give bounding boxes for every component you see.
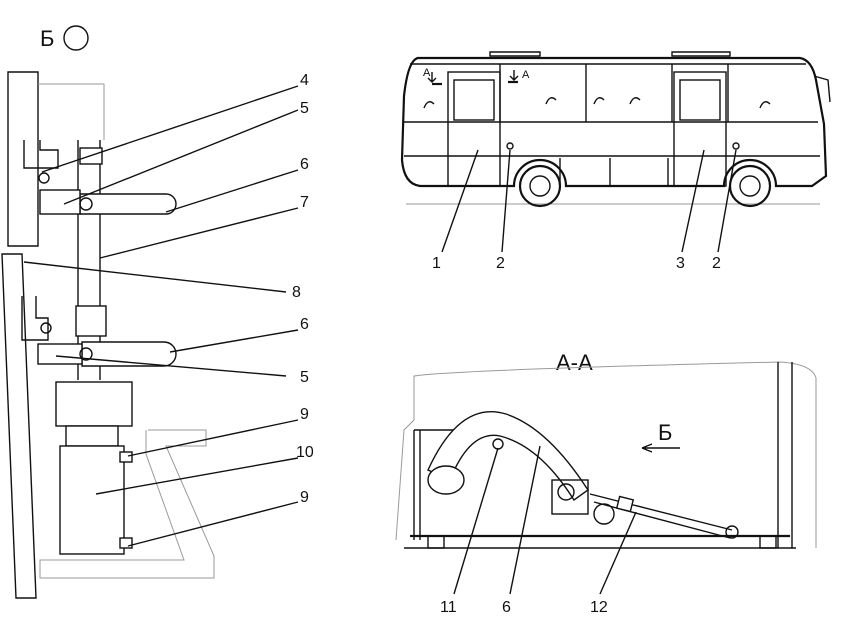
front-wheel	[518, 164, 562, 208]
view-arrow-label: Б	[658, 420, 672, 445]
heater-port	[557, 483, 575, 501]
left-callout-labels: 4 5 6 7 8 6 5 9 10 9	[292, 72, 314, 506]
hose-coupling	[615, 495, 635, 513]
bus-callout-labels: 1 2 3 2	[432, 255, 721, 272]
section-marker-right: А	[508, 69, 530, 84]
duct-end-flange	[427, 465, 465, 495]
upper-wall-panel	[7, 71, 39, 247]
callout-6: 6	[300, 156, 309, 173]
duct-clamp	[492, 438, 504, 450]
side-mirror	[813, 75, 831, 103]
view-label: Б	[40, 26, 54, 51]
left-leader-lines	[23, 85, 299, 547]
callout-9: 9	[300, 406, 309, 423]
callout-6: 6	[502, 599, 511, 616]
section-a-a: А-А Б	[395, 350, 817, 616]
view-arrow	[641, 443, 680, 453]
hose-line	[589, 493, 733, 539]
flange-neck	[65, 425, 119, 447]
section-title: А-А	[556, 350, 593, 375]
callout-1: 1	[432, 255, 441, 272]
view-circle-marker	[63, 25, 89, 51]
front-door-window	[453, 79, 495, 121]
lower-clamp-bolt	[79, 347, 93, 361]
callout-3: 3	[676, 255, 685, 272]
front-door	[447, 71, 501, 187]
extinguisher-front	[506, 142, 514, 150]
luggage-bays	[559, 158, 669, 186]
lower-bracket	[21, 296, 49, 341]
front-wall	[413, 430, 421, 540]
filter-fitting-upper	[119, 451, 133, 463]
callout-7: 7	[300, 194, 309, 211]
callout-2: 2	[712, 255, 721, 272]
rear-wall	[777, 362, 793, 548]
body-contour	[395, 361, 817, 548]
lower-bolt	[40, 322, 52, 334]
filter-housing	[59, 445, 125, 555]
rear-wheel-hub	[739, 175, 761, 197]
filter-fitting-lower	[119, 537, 133, 549]
flange-block	[55, 381, 133, 427]
front-wheel-hub	[529, 175, 551, 197]
lower-clamp	[37, 343, 83, 365]
seat-backs	[423, 97, 771, 109]
heater-block	[551, 479, 589, 515]
upper-hose-cylinder	[79, 193, 177, 215]
bus-leader-lines	[441, 149, 737, 253]
upper-background-outline	[38, 83, 105, 140]
section-arrow	[427, 72, 437, 83]
middle-coupling	[75, 305, 107, 337]
roof-hatch-rear	[671, 51, 731, 57]
callout-9: 9	[300, 489, 309, 506]
callout-11: 11	[440, 599, 457, 616]
rear-door	[673, 71, 727, 187]
hose-end-fitting	[725, 525, 739, 539]
upper-clamp	[39, 189, 81, 215]
bus-side-view: А А 1 2 3 2	[400, 51, 831, 272]
rear-wheel	[728, 164, 772, 208]
vertical-pipe	[77, 140, 101, 308]
roof-hatch-front	[489, 51, 541, 57]
section-leader-lines	[453, 445, 637, 595]
support-frame	[39, 429, 215, 579]
section-letter: А	[423, 67, 431, 79]
upper-bolt	[38, 172, 50, 184]
extinguisher-rear	[732, 142, 740, 150]
callout-2: 2	[496, 255, 505, 272]
upper-bracket	[23, 140, 59, 169]
callout-10: 10	[296, 444, 314, 461]
floor-clamp-right	[759, 535, 777, 549]
section-marker-left: А	[423, 67, 442, 86]
callout-5: 5	[300, 369, 309, 386]
bus-body-outline	[400, 56, 828, 188]
detail-view-b: Б	[1, 25, 314, 599]
upper-clamp-bolt	[79, 197, 93, 211]
callout-5: 5	[300, 100, 309, 117]
section-arrow	[509, 70, 519, 81]
callout-12: 12	[590, 599, 608, 616]
callout-8: 8	[292, 284, 301, 301]
lower-wall-panel	[1, 253, 37, 599]
callout-6: 6	[300, 316, 309, 333]
floor-clamp-left	[427, 535, 445, 549]
rear-door-window	[679, 79, 721, 121]
section-letter: А	[522, 69, 530, 81]
section-callout-labels: 11 6 12	[440, 599, 608, 616]
callout-4: 4	[300, 72, 309, 89]
